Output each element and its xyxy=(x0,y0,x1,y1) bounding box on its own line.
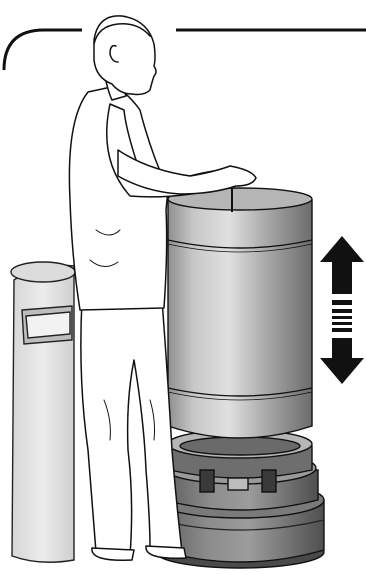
waste-bin xyxy=(11,262,75,562)
frame-corner-line xyxy=(4,30,366,70)
cylinder-body xyxy=(168,188,312,438)
up-down-arrow-icon xyxy=(320,236,364,384)
